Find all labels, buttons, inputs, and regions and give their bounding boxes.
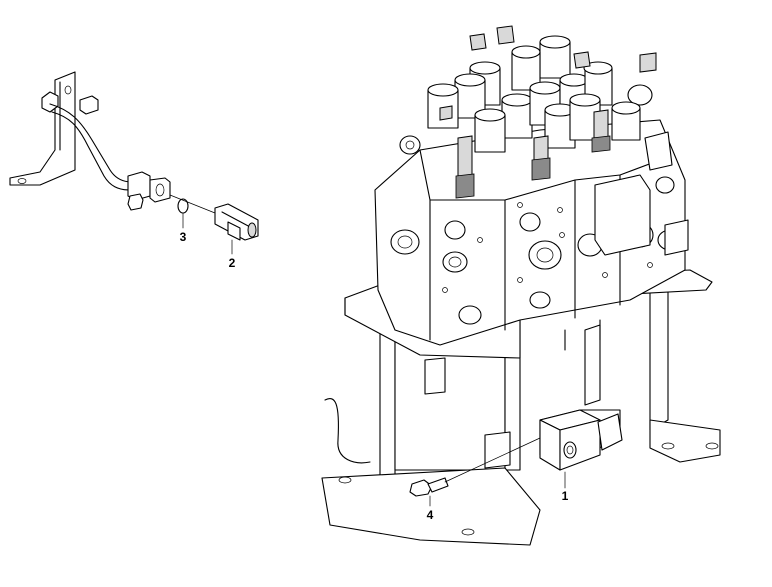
valve-top-fittings [439,25,657,199]
solenoid-valve [539,409,623,471]
control-valve-block [321,25,721,546]
callout-3-label: 3 [180,230,187,244]
callout-3: 3 [180,212,187,244]
bolt-holes [442,202,653,293]
pipe-bracket-assembly [9,71,171,211]
callout-4-label: 4 [427,508,434,522]
callout-1: 1 [562,471,569,503]
spool-caps [427,35,641,153]
o-ring [177,198,189,214]
callout-2: 2 [229,239,236,270]
callout-4: 4 [427,495,434,522]
pressure-sensor [169,194,259,241]
callout-1-label: 1 [562,489,569,503]
bolt [409,437,541,497]
callout-2-label: 2 [229,256,236,270]
